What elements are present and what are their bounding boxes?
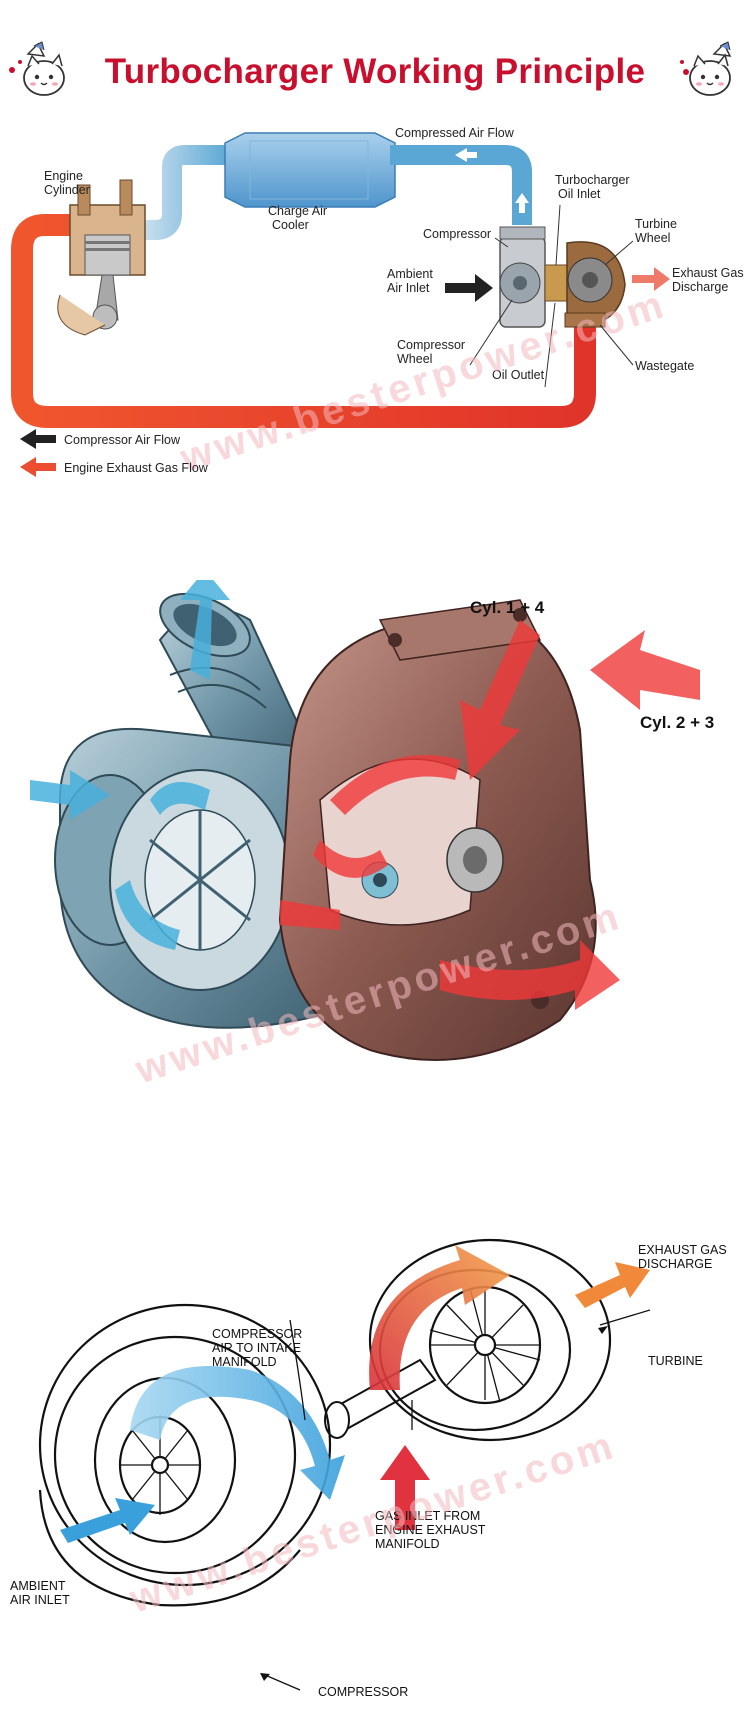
exhaust-in-arrow-icon [590, 630, 700, 710]
turbo-line-art-diagram: EXHAUST GAS DISCHARGE COMPRESSOR AIR TO … [10, 1238, 727, 1699]
label-wastegate: Wastegate [635, 359, 694, 373]
label-turbocharger-oil-inlet: Oil Inlet [558, 187, 601, 201]
engine-cylinder [57, 179, 146, 336]
label-compressed-air-flow: Compressed Air Flow [395, 126, 515, 140]
label-turbocharger-oil-inlet: Turbocharger [555, 173, 630, 187]
exhaust-in-arrow-icon [460, 620, 540, 780]
label-charge-air-cooler: Cooler [272, 218, 309, 232]
compressor-air-flow-arrow-icon [20, 429, 56, 449]
exhaust-flow-arrow-icon [369, 1245, 510, 1390]
watermark: www.besterpower.com [174, 282, 672, 481]
label-compressor-air: MANIFOLD [212, 1355, 277, 1369]
cat-mascot-icon [9, 41, 65, 96]
flow-arrow-icon [455, 148, 477, 162]
label-charge-air-cooler: Charge Air [268, 204, 327, 218]
label-turbine: TURBINE [648, 1354, 703, 1368]
label-compressor-air: COMPRESSOR [212, 1327, 302, 1341]
compressor-line-art [38, 1303, 332, 1607]
title-bar: Turbocharger Working Principle [0, 40, 750, 110]
leader-lines [264, 1309, 651, 1691]
exhaust-out-arrow-icon [440, 940, 620, 1010]
air-out-arrow-icon [180, 580, 230, 680]
label-turbine-wheel: Turbine [635, 217, 677, 231]
exhaust-pipe [11, 214, 596, 428]
label-oil-outlet: Oil Outlet [492, 368, 545, 382]
label-exhaust-gas-discharge: Exhaust Gas [672, 266, 744, 280]
page-title: Turbocharger Working Principle [104, 52, 646, 91]
gas-inlet-arrow-icon [380, 1445, 430, 1530]
label-compressor-air: AIR TO INTAKE [212, 1341, 301, 1355]
air-in-arrow-icon [30, 770, 110, 820]
air-flow-arrows [30, 580, 230, 950]
label-engine-cylinder: Engine [44, 169, 83, 183]
label-exhaust-gas-discharge: DISCHARGE [638, 1257, 712, 1271]
label-cyl-2-3: Cyl. 2 + 3 [640, 713, 714, 732]
label-exhaust-gas-discharge: EXHAUST GAS [638, 1243, 727, 1257]
turbine-housing [564, 241, 626, 328]
legend-compressor-air-flow: Compressor Air Flow [64, 433, 181, 447]
label-compressor: COMPRESSOR [318, 1685, 408, 1699]
exhaust-gas-flow-arrow-icon [20, 457, 56, 477]
label-gas-inlet: GAS INLET FROM [375, 1509, 480, 1523]
leader-lines [469, 204, 634, 388]
compressor-housing [499, 226, 546, 328]
compressor-air-arrow-icon [130, 1366, 345, 1500]
legend: Compressor Air Flow Engine Exhaust Gas F… [20, 429, 209, 477]
ambient-air-arrow-icon [445, 274, 493, 302]
label-compressor: Compressor [423, 227, 491, 241]
label-compressor-wheel: Compressor [397, 338, 465, 352]
bearing-housing [544, 264, 568, 302]
legend-engine-exhaust-gas-flow: Engine Exhaust Gas Flow [64, 461, 209, 475]
label-cyl-1-4: Cyl. 1 + 4 [470, 598, 545, 617]
turbine-line-art [368, 1238, 612, 1442]
charge-air-cooler [224, 132, 396, 208]
exhaust-flow-arrows [280, 620, 700, 1010]
flow-arrow-icon [515, 193, 529, 213]
exhaust-discharge-arrow-icon [575, 1262, 650, 1308]
system-schematic-diagram: Engine Cylinder Charge Air Cooler Compre… [11, 126, 744, 481]
label-ambient-air-inlet: AIR INLET [10, 1593, 70, 1607]
label-engine-cylinder: Cylinder [44, 183, 90, 197]
label-ambient-air-inlet: AMBIENT [10, 1579, 66, 1593]
ambient-air-arrow-icon [60, 1498, 155, 1543]
label-turbine-wheel: Wheel [635, 231, 670, 245]
label-compressor-wheel: Wheel [397, 352, 432, 366]
label-gas-inlet: ENGINE EXHAUST [375, 1523, 486, 1537]
label-ambient-air-inlet: Air Inlet [387, 281, 430, 295]
label-exhaust-gas-discharge: Discharge [672, 280, 728, 294]
intake-pipe [140, 145, 230, 240]
cat-mascot-icon [680, 41, 732, 96]
label-ambient-air-inlet: Ambient [387, 267, 433, 281]
compressed-air-pipe [390, 145, 532, 225]
label-gas-inlet: MANIFOLD [375, 1537, 440, 1551]
exhaust-discharge-arrow-icon [632, 267, 670, 291]
turbo-cutaway-diagram: Cyl. 1 + 4 Cyl. 2 + 3 www.besterpower.co… [30, 580, 714, 1093]
